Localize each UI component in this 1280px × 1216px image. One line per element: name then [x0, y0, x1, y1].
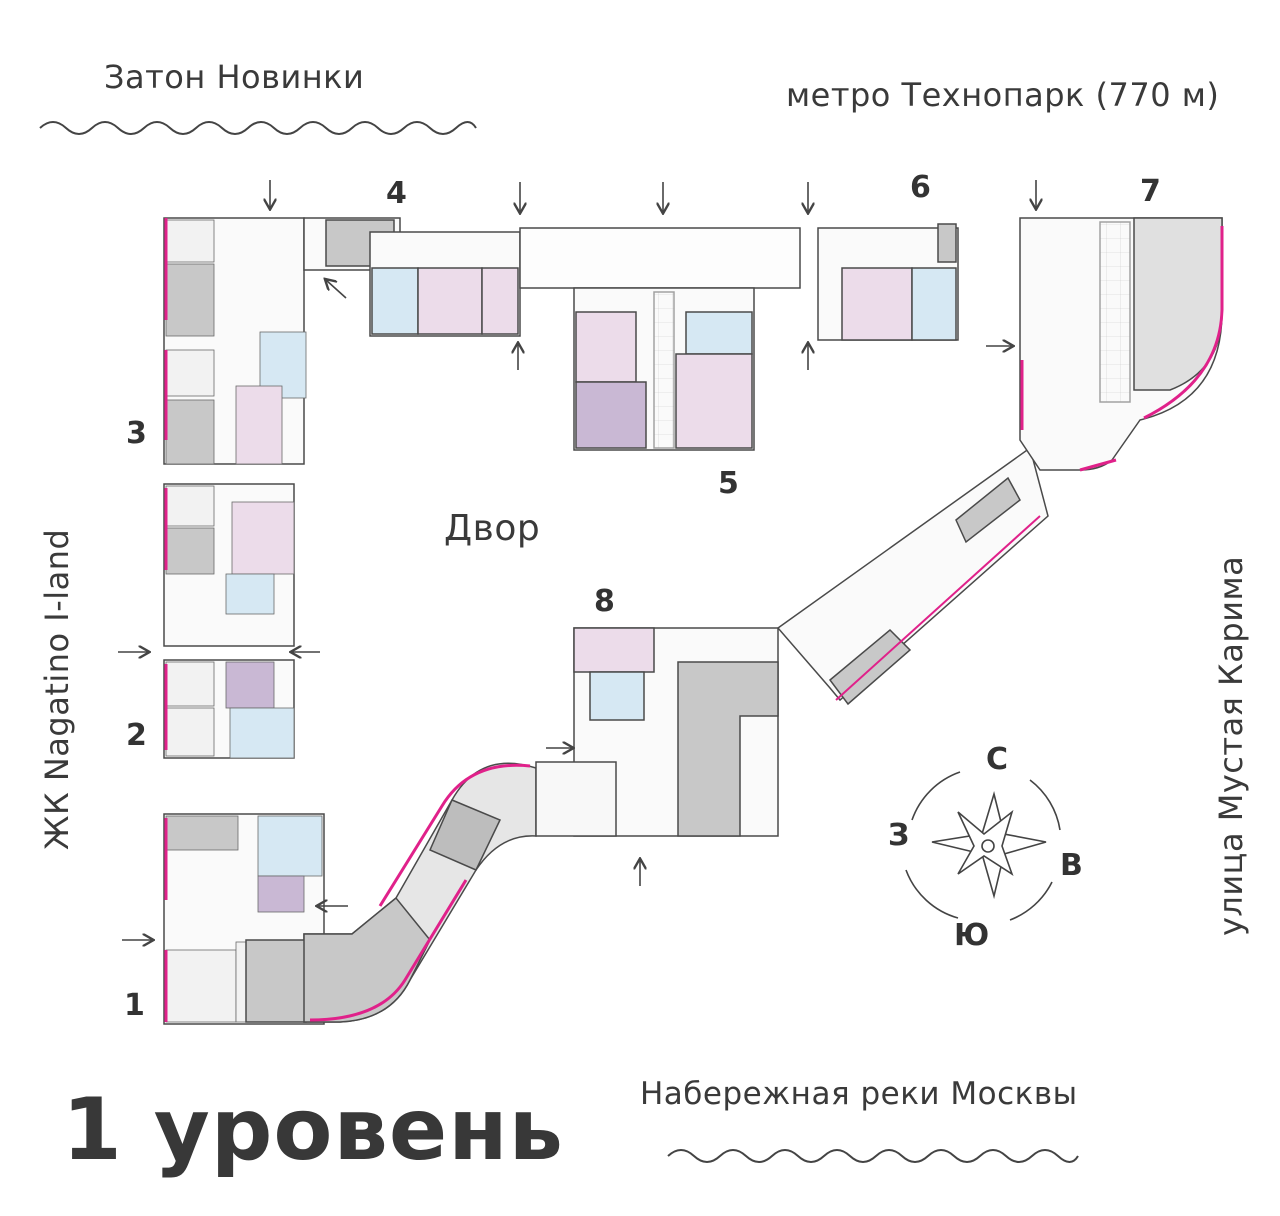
compass-west: З — [888, 818, 910, 853]
wave-top — [39, 121, 477, 135]
facade-accents-curve — [309, 763, 531, 1022]
building-8 — [535, 627, 779, 837]
label-metro-tekhnopark: метро Технопарк (770 м) — [786, 76, 1220, 114]
facade-accents-7 — [1020, 226, 1224, 472]
label-courtyard: Двор — [444, 508, 541, 549]
building-number-4: 4 — [386, 176, 407, 211]
building-number-7: 7 — [1140, 174, 1161, 209]
level-title: 1 уровень — [62, 1080, 565, 1180]
label-east-street: улица Мустая Карима — [1212, 555, 1250, 936]
facade-accents-connector — [835, 515, 1041, 701]
building-number-2: 2 — [126, 718, 147, 753]
compass-rose — [905, 771, 1061, 921]
entrance-arrows — [118, 180, 1036, 940]
connector-7 — [776, 446, 1049, 706]
label-west-neighbor: ЖК Nagatino I-land — [38, 528, 76, 850]
building-5 — [573, 287, 755, 451]
compass-north: С — [986, 742, 1009, 777]
building-number-6: 6 — [910, 170, 931, 205]
label-zaton-novinki: Затон Новинки — [104, 58, 365, 96]
units-west-wing — [165, 219, 323, 1023]
building-number-1: 1 — [124, 988, 145, 1023]
compass-south: Ю — [954, 918, 990, 953]
wave-bottom — [667, 1149, 1079, 1163]
label-embankment: Набережная реки Москвы — [640, 1076, 1078, 1112]
building-4-6 — [303, 217, 959, 341]
building-number-3: 3 — [126, 416, 147, 451]
building-number-5: 5 — [718, 466, 739, 501]
compass-east: В — [1060, 848, 1083, 883]
building-number-8: 8 — [594, 584, 615, 619]
building-7 — [1019, 217, 1223, 471]
